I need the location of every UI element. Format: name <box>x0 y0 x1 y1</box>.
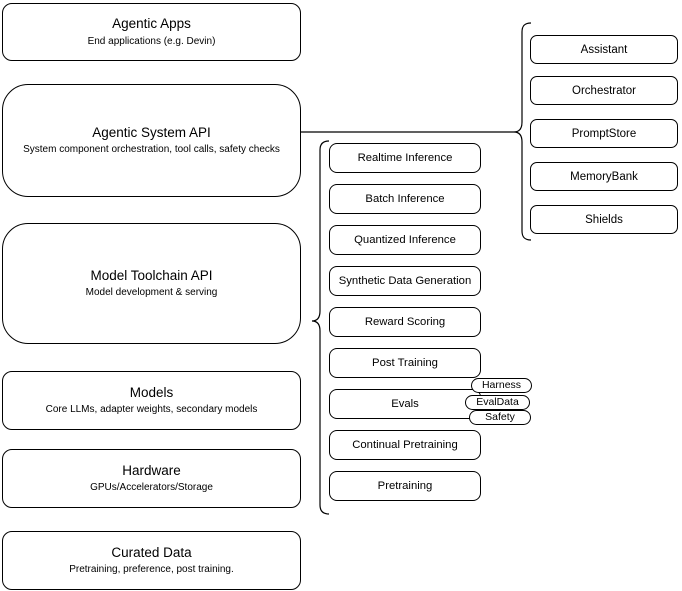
node-agentic-system-api: Agentic System API System component orch… <box>2 84 301 197</box>
tag-evaldata: EvalData <box>465 395 530 410</box>
node-label: Evals <box>391 398 419 410</box>
node-shields: Shields <box>530 205 678 234</box>
node-title: Models <box>129 384 174 400</box>
node-orchestrator: Orchestrator <box>530 76 678 105</box>
node-label: Synthetic Data Generation <box>338 275 472 287</box>
node-model-toolchain-api: Model Toolchain API Model development & … <box>2 223 301 344</box>
node-models: Models Core LLMs, adapter weights, secon… <box>2 371 301 430</box>
node-assistant: Assistant <box>530 35 678 64</box>
node-label: Assistant <box>580 43 628 56</box>
node-subtitle: End applications (e.g. Devin) <box>87 35 216 47</box>
node-synthetic-data-generation: Synthetic Data Generation <box>329 266 481 296</box>
node-continual-pretraining: Continual Pretraining <box>329 430 481 460</box>
node-evals: Evals <box>329 389 481 419</box>
node-subtitle: GPUs/Accelerators/Storage <box>90 482 213 494</box>
node-subtitle: Pretraining, preference, post training. <box>69 564 234 576</box>
node-hardware: Hardware GPUs/Accelerators/Storage <box>2 449 301 508</box>
node-promptstore: PromptStore <box>530 119 678 148</box>
node-reward-scoring: Reward Scoring <box>329 307 481 337</box>
node-label: Post Training <box>372 357 438 369</box>
system-components-brace <box>513 22 532 241</box>
tag-label: Harness <box>481 379 522 392</box>
node-quantized-inference: Quantized Inference <box>329 225 481 255</box>
node-agentic-apps: Agentic Apps End applications (e.g. Devi… <box>2 3 301 61</box>
tag-label: Safety <box>485 411 515 424</box>
node-label: Continual Pretraining <box>352 439 458 451</box>
node-memorybank: MemoryBank <box>530 162 678 191</box>
node-subtitle: Core LLMs, adapter weights, secondary mo… <box>45 404 258 416</box>
node-post-training: Post Training <box>329 348 481 378</box>
toolchain-components-brace <box>311 140 330 515</box>
node-label: Orchestrator <box>572 84 636 97</box>
node-subtitle: Model development & serving <box>85 287 218 299</box>
tag-harness: Harness <box>471 378 532 393</box>
node-pretraining: Pretraining <box>329 471 481 501</box>
node-title: Curated Data <box>111 544 192 560</box>
node-curated-data: Curated Data Pretraining, preference, po… <box>2 531 301 590</box>
tag-label: EvalData <box>476 396 519 409</box>
node-realtime-inference: Realtime Inference <box>329 143 481 173</box>
node-title: Agentic System API <box>92 124 211 140</box>
node-label: PromptStore <box>571 127 637 140</box>
node-subtitle: System component orchestration, tool cal… <box>23 144 280 156</box>
node-title: Hardware <box>122 462 181 478</box>
node-label: Shields <box>585 213 623 226</box>
node-title: Model Toolchain API <box>90 267 213 283</box>
node-batch-inference: Batch Inference <box>329 184 481 214</box>
node-label: Reward Scoring <box>364 316 446 328</box>
node-label: MemoryBank <box>570 170 638 183</box>
node-label: Batch Inference <box>365 193 445 205</box>
node-label: Realtime Inference <box>357 152 453 164</box>
tag-safety: Safety <box>469 410 531 425</box>
node-label: Quantized Inference <box>354 234 456 246</box>
node-title: Agentic Apps <box>112 16 191 32</box>
node-label: Pretraining <box>377 480 433 492</box>
